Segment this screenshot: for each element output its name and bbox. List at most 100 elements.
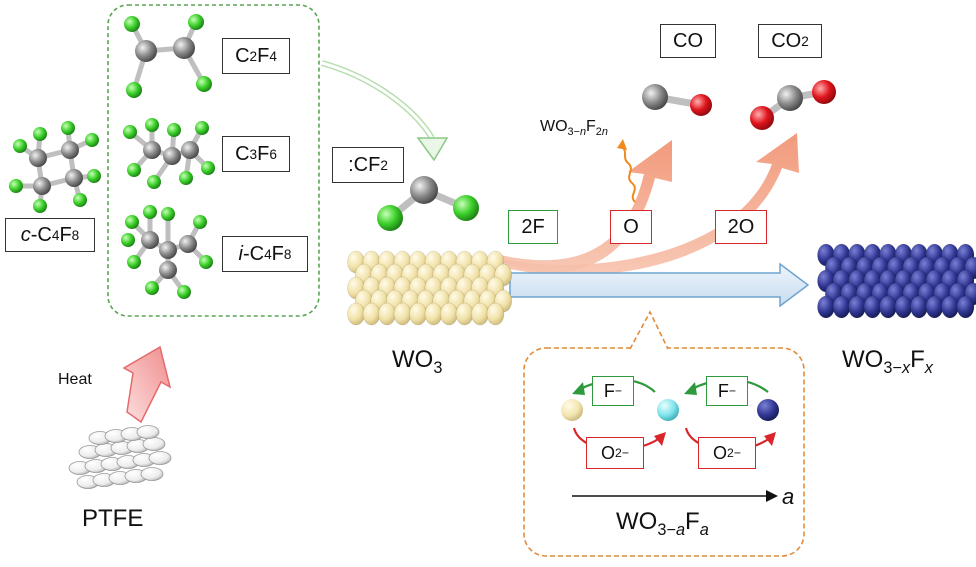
ptfe-pellet <box>141 468 163 481</box>
slab-sphere <box>379 303 396 325</box>
inset-callout-pointer <box>630 312 668 349</box>
product-sphere-slab <box>818 244 976 318</box>
fluorine-atom <box>121 233 135 247</box>
carbon-atom <box>777 85 803 111</box>
carbon-atom <box>181 141 199 159</box>
carbon-atom <box>642 84 668 110</box>
fluorine-atom <box>201 161 215 175</box>
slab-sphere <box>348 303 365 325</box>
ptfe-pellet <box>143 438 165 451</box>
slab-sphere <box>833 296 850 318</box>
carbon-atom <box>159 261 177 279</box>
fluorine-atom <box>179 171 193 185</box>
label-step-o: O <box>610 210 652 244</box>
label-wo3: WO3 <box>392 348 442 376</box>
label-wo3nf2n: WO3−nF2n <box>540 119 608 138</box>
slab-sphere <box>880 296 897 318</box>
slab-sphere <box>911 296 928 318</box>
inset-product-sphere <box>757 399 779 421</box>
inset-label-f-minus-2: F− <box>706 376 748 406</box>
fluorine-atom <box>377 205 403 231</box>
fluorine-atom <box>143 205 157 219</box>
slab-sphere <box>818 296 835 318</box>
slab-sphere <box>957 296 974 318</box>
carbon-atom <box>135 40 157 62</box>
ptfe-pellet <box>137 426 159 439</box>
fluorine-atom <box>9 179 23 193</box>
fluorine-atom <box>145 281 159 295</box>
heat-arrow <box>124 347 170 422</box>
fluorine-atom <box>87 169 101 183</box>
fluorine-atom <box>161 207 175 221</box>
salmon-arrow-co2 <box>505 133 799 275</box>
slab-sphere <box>942 296 959 318</box>
slab-sphere <box>849 296 866 318</box>
inset-label-f-minus-1: F− <box>592 376 634 406</box>
fluorine-atom <box>167 123 181 137</box>
carbon-atom <box>173 37 195 59</box>
label-co: CO <box>660 24 716 58</box>
fluorine-atom <box>453 195 479 221</box>
carbon-atom <box>143 141 161 159</box>
fluorine-atom <box>127 255 141 269</box>
slab-sphere <box>895 296 912 318</box>
oxygen-atom <box>750 106 774 130</box>
oxygen-atom <box>690 94 712 116</box>
fluorine-atom <box>126 82 142 98</box>
salmon-arrow-co <box>500 140 672 272</box>
slab-sphere <box>864 296 881 318</box>
slab-sphere <box>441 303 458 325</box>
ptfe-pellet-pile <box>69 426 171 489</box>
fluorine-atom <box>13 139 27 153</box>
green-curved-arrow <box>322 63 432 138</box>
carbon-atom <box>159 241 177 259</box>
oxygen-atom <box>812 80 836 104</box>
fluorine-atom <box>124 16 140 32</box>
fluorine-atom <box>73 193 87 207</box>
fluorine-atom <box>85 133 99 147</box>
inset-axis-label-a: a <box>782 486 794 508</box>
fluorine-atom <box>127 163 141 177</box>
inset-wo3-sphere <box>561 399 583 421</box>
wo3-sphere-slab <box>348 251 512 325</box>
slab-sphere <box>487 303 504 325</box>
label-heat: Heat <box>58 372 92 388</box>
slab-sphere <box>425 303 442 325</box>
fluorine-atom <box>193 215 207 229</box>
fluorine-atom <box>147 175 161 189</box>
fluorine-atom <box>199 255 213 269</box>
fluorine-atom <box>195 121 209 135</box>
carbon-atom <box>65 169 83 187</box>
slab-sphere <box>410 303 427 325</box>
fluorine-atom <box>33 127 47 141</box>
carbon-atom <box>410 176 438 204</box>
carbon-atom <box>61 141 79 159</box>
label-product: WO3−xFx <box>842 348 933 376</box>
carbon-atom <box>29 149 47 167</box>
slab-sphere <box>456 303 473 325</box>
label-ptfe: PTFE <box>82 507 143 531</box>
label-step-2f: 2F <box>508 210 558 244</box>
fluorine-atom <box>33 199 47 213</box>
wo3nf2n-squiggle <box>622 146 635 202</box>
carbon-atom <box>179 235 197 253</box>
fluorine-atom <box>61 121 75 135</box>
fluorine-atom <box>177 285 191 299</box>
slab-sphere <box>363 303 380 325</box>
ptfe-pellet <box>149 452 171 465</box>
fluorine-atom <box>123 125 137 139</box>
fluorine-atom <box>145 118 159 132</box>
slab-sphere <box>926 296 943 318</box>
inset-intermediate-sphere <box>657 399 679 421</box>
slab-sphere <box>394 303 411 325</box>
